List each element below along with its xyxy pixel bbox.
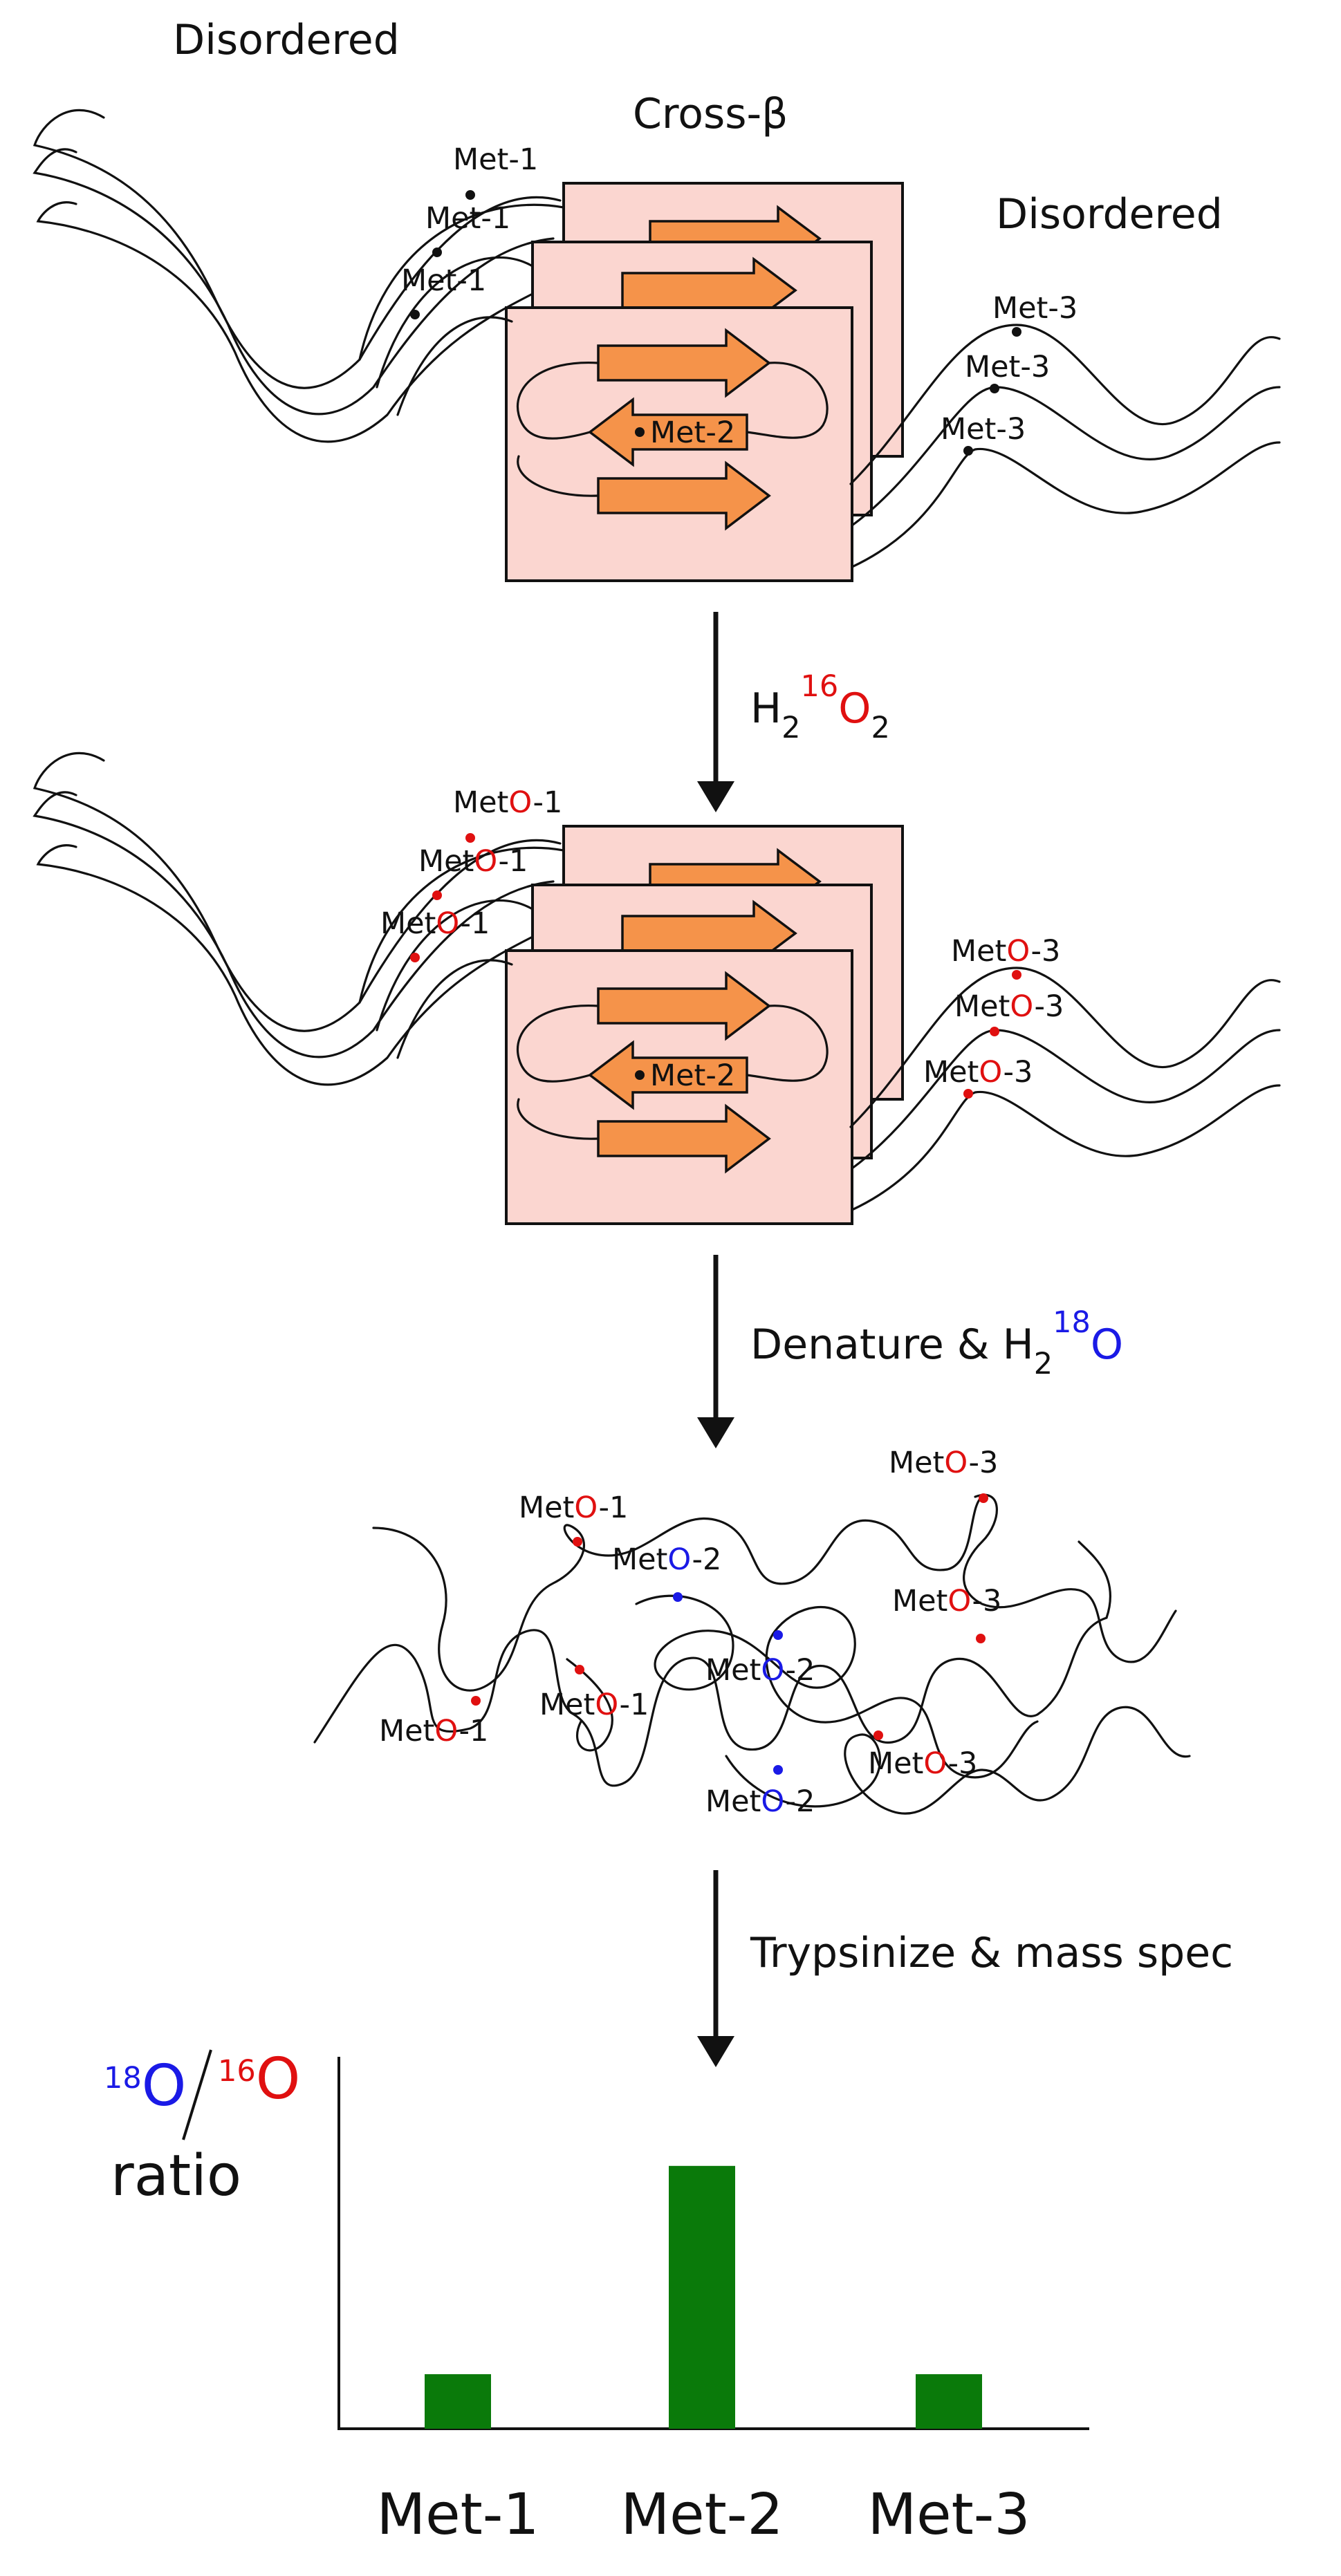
step2-reagent: Denature & H218O [750, 1305, 1123, 1381]
svg-text:18O: 18O [104, 2053, 186, 2119]
y-axis-label: 18O 16O ratio [104, 2046, 300, 2209]
met2-label: Met-2 [650, 416, 735, 450]
disordered-right-label: Disordered [996, 190, 1223, 239]
denatured-labels: MetO-1 MetO-1 MetO-1 MetO-2 MetO-2 MetO-… [379, 1446, 1001, 1819]
x-tick-met-1: Met-1 [376, 2482, 539, 2548]
meto1-linkers: MetO-1 MetO-1 MetO-1 [358, 785, 565, 1059]
right-disordered-chains-2: MetO-3 MetO-3 MetO-3 [849, 934, 1281, 1211]
x-tick-labels: Met-1 Met-2 Met-3 [376, 2482, 1030, 2548]
bars-group [425, 2165, 982, 2429]
beta-sheet-front [505, 306, 853, 582]
random-coil [313, 1493, 1191, 1815]
x-tick-met-2: Met-2 [620, 2482, 783, 2548]
ratio-bar-chart: 18O 16O ratio Met-1 Met-2 Met-3 [104, 2046, 1089, 2548]
right-disordered-chains: Met-3 Met-3 Met-3 [849, 291, 1281, 568]
met3-label-a: Met-3 [992, 291, 1078, 326]
met1-label-b: Met-1 [425, 201, 510, 236]
meto1-label-f: MetO-1 [539, 1688, 649, 1722]
cross-beta-stack: Met-2 [505, 182, 904, 582]
panel-denatured: MetO-1 MetO-1 MetO-1 MetO-2 MetO-2 MetO-… [313, 1446, 1191, 1819]
meto3-label-f: MetO-3 [868, 1746, 977, 1781]
x-tick-met-3: Met-3 [867, 2482, 1030, 2548]
bar-met-3 [916, 2374, 982, 2429]
meto1-label-d: MetO-1 [519, 1491, 628, 1525]
meto1-label-e: MetO-1 [379, 1714, 488, 1748]
met2-label-2: Met-2 [650, 1058, 735, 1093]
step-3: Trypsinize & mass spec [697, 1870, 1233, 2067]
meto1-label-a: MetO-1 [453, 785, 562, 820]
cross-beta-label: Cross-β [633, 90, 788, 138]
disordered-left-label: Disordered [173, 16, 400, 64]
svg-text:16O: 16O [218, 2046, 300, 2112]
meto2-label-b: MetO-2 [705, 1653, 815, 1688]
meto3-label-c: MetO-3 [923, 1055, 1033, 1090]
meto2-label-a: MetO-2 [612, 1542, 721, 1577]
meto3-label-e: MetO-3 [892, 1584, 1001, 1618]
panel-native-fibril: Disordered Cross-β Disordered [33, 16, 1281, 582]
met1-label-a: Met-1 [453, 142, 538, 177]
down-arrow-icon [697, 1255, 734, 1448]
meto2-label-c: MetO-2 [705, 1784, 815, 1819]
denatured-markers [471, 1493, 988, 1775]
meto3-label-a: MetO-3 [951, 934, 1060, 969]
panel-oxidized-fibril: Met-2 MetO-1 MetO-1 MetO-1 MetO-3 MetO-3… [33, 752, 1281, 1225]
bar-met-1 [425, 2374, 491, 2429]
step3-text: Trypsinize & mass spec [750, 1929, 1233, 1977]
meto1-label-b: MetO-1 [418, 844, 528, 879]
down-arrow-icon [697, 612, 734, 812]
svg-text:ratio: ratio [111, 2143, 241, 2209]
meto3-label-b: MetO-3 [954, 989, 1064, 1024]
bar-met-2 [669, 2165, 735, 2429]
meto3-label-d: MetO-3 [889, 1446, 998, 1480]
meto1-label-c: MetO-1 [380, 906, 490, 941]
met1-linkers: Met-1 Met-1 Met-1 [358, 142, 565, 416]
step1-reagent: H216O2 [750, 669, 890, 745]
met1-label-c: Met-1 [401, 263, 486, 298]
met3-label-c: Met-3 [941, 412, 1026, 447]
met3-label-b: Met-3 [965, 350, 1050, 384]
down-arrow-icon [697, 1870, 734, 2067]
step-2: Denature & H218O [697, 1255, 1123, 1448]
cross-beta-stack-2: Met-2 [505, 825, 904, 1225]
step-1: H216O2 [697, 612, 890, 812]
beta-sheet-front-2 [505, 949, 853, 1225]
